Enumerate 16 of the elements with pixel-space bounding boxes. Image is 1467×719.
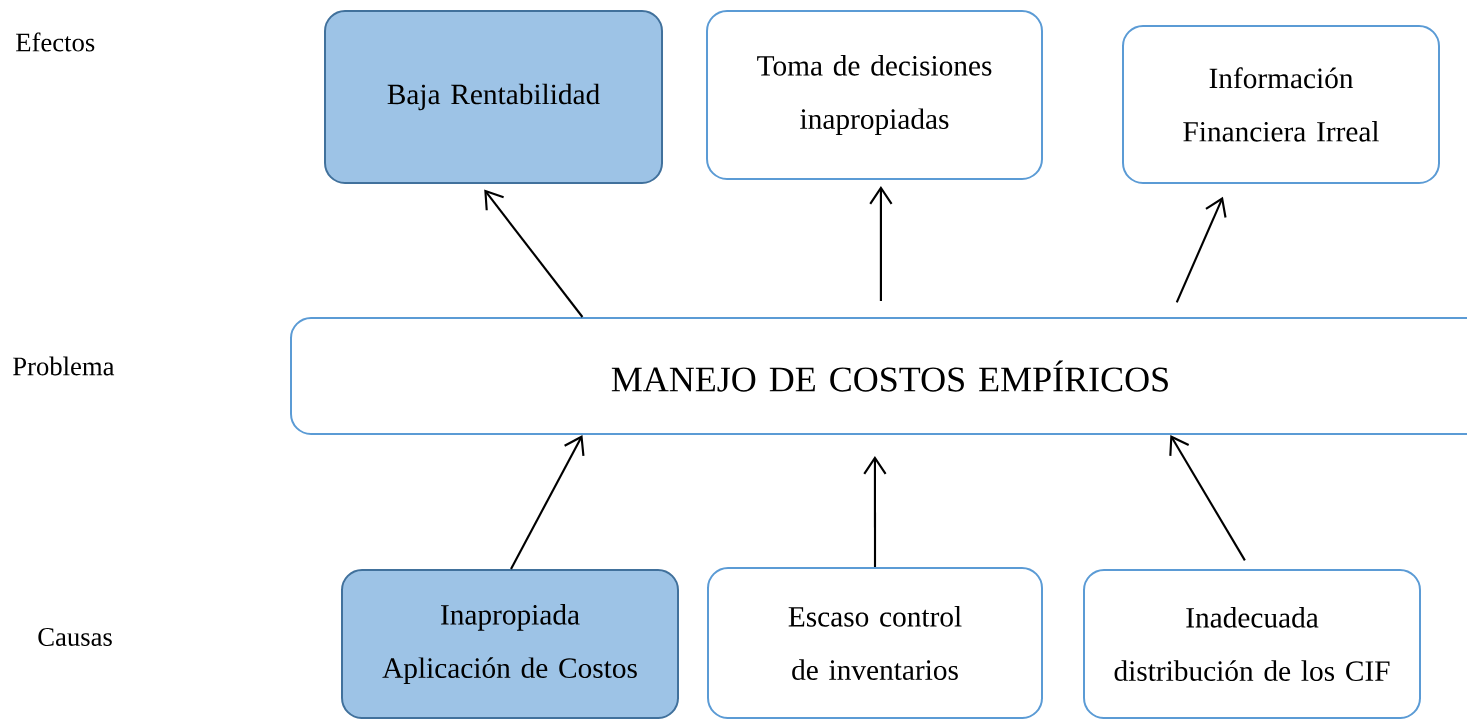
highlighted-box: Inapropiada Aplicación de Costos bbox=[341, 569, 679, 719]
side-label: Problema bbox=[13, 356, 115, 376]
text-box: Información Financiera Irreal bbox=[1122, 25, 1440, 184]
arrow bbox=[869, 186, 893, 301]
side-label: Efectos bbox=[16, 32, 95, 52]
text-box: Escaso control de inventarios bbox=[707, 567, 1043, 719]
arrow bbox=[1175, 196, 1227, 303]
text-box: Inadecuada distribución de los CIF bbox=[1083, 569, 1421, 719]
arrow bbox=[1169, 435, 1246, 561]
problem-box: MANEJO DE COSTOS EMPÍRICOS bbox=[290, 317, 1467, 435]
highlighted-box: Baja Rentabilidad bbox=[324, 10, 663, 184]
arrow bbox=[484, 189, 584, 318]
arrow bbox=[510, 435, 585, 570]
side-label: Causas bbox=[38, 628, 112, 646]
arrow bbox=[863, 456, 887, 567]
text-box: Toma de decisiones inapropiadas bbox=[706, 10, 1043, 180]
